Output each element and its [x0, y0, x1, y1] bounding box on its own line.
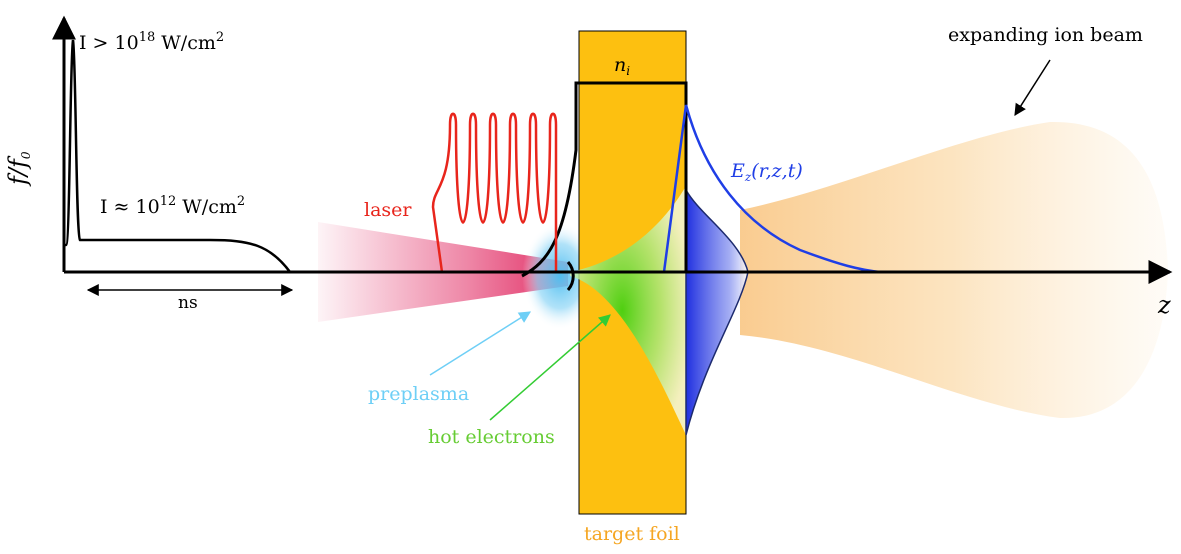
hot-electrons-label: hot electrons: [428, 426, 555, 448]
pedestal-intensity-label: I ≈ 1012 W/cm2: [100, 194, 246, 218]
hot-electron-cloud: [570, 186, 686, 435]
laser-temporal-profile: [64, 39, 292, 273]
ez-label: Ez(r,z,t): [731, 160, 803, 184]
expanding-ion-beam: [740, 121, 1168, 419]
peak-intensity-label: I > 1018 W/cm2: [79, 30, 225, 54]
ion-density-curve: [521, 81, 688, 278]
preplasma-pointer-arrow: [429, 311, 532, 376]
y-axis-label: f/f0: [4, 151, 33, 186]
preplasma-label: preplasma: [368, 383, 470, 405]
target-foil-label: target foil: [584, 523, 680, 545]
z-axis-label: z: [1158, 291, 1171, 319]
critical-surface: [566, 261, 575, 291]
ez-field-curve: [662, 104, 881, 274]
expanding-ion-beam-label: expanding ion beam: [948, 24, 1143, 46]
hot-electrons-pointer-arrow: [489, 314, 611, 421]
ion-beam-pointer-arrow: [1014, 59, 1051, 117]
laser-wave: [431, 112, 558, 273]
field-gaussian: [685, 187, 749, 436]
ni-label: ni: [614, 54, 631, 78]
ns-label: ns: [178, 293, 198, 313]
laser-label: laser: [364, 199, 412, 221]
